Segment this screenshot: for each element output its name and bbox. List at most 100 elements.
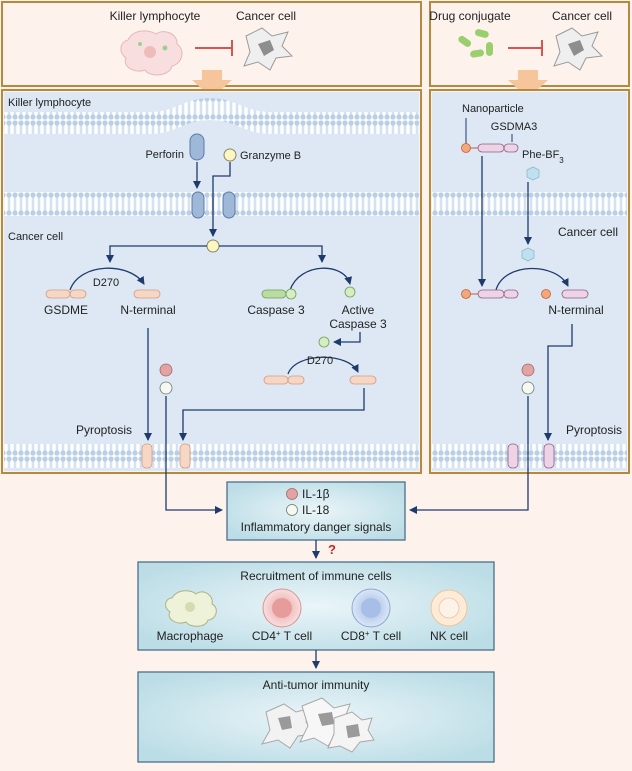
nanoparticle-label: Nanoparticle	[462, 103, 524, 115]
active-label: Active	[342, 303, 375, 317]
n-terminal-fragment-2	[349, 375, 377, 385]
d270-bottom-label: D270	[307, 355, 333, 367]
gsdma3-n-terminal-fragment	[561, 289, 589, 299]
caspase-activation-arrow	[289, 267, 353, 291]
phe-bf3-label: Phe-BF3	[522, 149, 564, 165]
pore-left-1	[141, 443, 153, 469]
gsdme2-segment-right	[287, 375, 305, 385]
perforin-pore-right	[222, 191, 236, 219]
drug-pills-icon	[458, 29, 493, 58]
il18-legend-icon	[286, 504, 298, 516]
inflammatory-signals-title: Inflammatory danger signals	[241, 520, 392, 534]
il1b-label: IL-1β	[302, 487, 330, 501]
il18-label: IL-18	[302, 503, 330, 517]
cancer-cell-left-label: Cancer cell	[8, 231, 63, 243]
gsdma3-cleavage-arrow	[495, 267, 569, 291]
gsdma3-segment-2	[503, 143, 519, 153]
pore-left-2	[179, 443, 191, 469]
caspase3-body	[261, 289, 287, 299]
antitumor-title: Anti-tumor immunity	[263, 678, 370, 692]
gsdme-segment-right	[69, 289, 87, 299]
macrophage-label: Macrophage	[157, 629, 224, 643]
right-membrane-bottom	[432, 444, 627, 468]
n-terminal-fragment	[133, 289, 161, 299]
gsdme-cleavage-arrow-2	[287, 356, 359, 375]
d270-top-label: D270	[93, 277, 119, 289]
cancer-cell-label-top-left: Cancer cell	[236, 9, 296, 23]
gsdma3-label: GSDMA3	[491, 121, 537, 133]
drug-conjugate-label: Drug conjugate	[429, 9, 511, 23]
gsdme-segment-left	[45, 289, 71, 299]
recruitment-group: Recruitment of immune cells Macrophage C…	[137, 561, 495, 669]
il18-dot-left	[159, 381, 173, 395]
nk-cell-label: NK cell	[430, 629, 468, 643]
gsdma3-c-segment-2	[503, 289, 519, 299]
killer-membrane	[4, 98, 419, 134]
left-main-panel: Killer lymphocyte Perforin Granzyme B Ca…	[1, 89, 422, 474]
perforin-pore-left	[191, 191, 205, 219]
cancer-nucleus-icon	[568, 40, 584, 56]
killer-lymphocyte-label: Killer lymphocyte	[110, 9, 201, 23]
nanoparticle-icon	[461, 143, 471, 153]
gsdme-label: GSDME	[44, 303, 88, 317]
dying-cancer-cells-icon	[260, 697, 375, 753]
nanoparticle-bound-icon	[461, 289, 471, 299]
gsdma3-c-segment-1	[477, 289, 505, 299]
granule-icon	[162, 45, 168, 51]
active-caspase3-small-icon	[318, 336, 330, 348]
pore-right-1	[507, 443, 519, 469]
question-mark: ?	[328, 542, 336, 557]
active-caspase-arrow	[333, 332, 361, 346]
caspase3-label: Caspase 3	[247, 303, 305, 317]
caspase3-head	[285, 288, 297, 300]
right-main-panel: Nanoparticle GSDMA3 Phe-BF3 Cancer cell …	[429, 89, 630, 474]
il1b-dot-left	[159, 363, 173, 377]
phe-bf3-intracellular-icon	[521, 247, 535, 262]
cancer-membrane-bottom	[4, 444, 419, 468]
recruitment-title: Recruitment of immune cells	[240, 569, 391, 583]
granzyme-b-intracellular-icon	[206, 239, 220, 253]
cancer-membrane-top	[4, 192, 419, 216]
cancer-cell-label-top-right: Cancer cell	[552, 9, 612, 23]
signals-group: IL-1β IL-18 Inflammatory danger signals …	[165, 396, 529, 559]
released-nanoparticle-icon	[541, 289, 551, 299]
il1b-dot-right	[521, 363, 535, 377]
cd8-t-cell-label: CD8+ T cell	[341, 629, 401, 644]
branch-arrow-right	[219, 245, 326, 263]
cd4-nucleus-icon	[272, 598, 292, 618]
n-terminal-right-label: N-terminal	[548, 303, 603, 317]
gsdme-cleavage-arrow	[69, 267, 145, 291]
pyroptosis-right-label: Pyroptosis	[566, 423, 622, 437]
il18-dot-right	[521, 381, 535, 395]
phe-bf3-icon	[526, 166, 540, 181]
cancer-nucleus-icon	[258, 40, 274, 56]
top-left-panel: Killer lymphocyte Cancer cell	[1, 1, 422, 98]
right-signal-arrow	[409, 396, 529, 514]
granzyme-b-label: Granzyme B	[240, 150, 301, 162]
gsdme2-segment-left	[263, 375, 289, 385]
n-terminal-2-to-membrane-arrow	[179, 388, 365, 441]
cd4-t-cell-label: CD4+ T cell	[252, 629, 312, 644]
cancer-cell-right-label: Cancer cell	[558, 225, 618, 239]
top-right-panel: Drug conjugate Cancer cell	[429, 1, 630, 98]
right-membrane-top	[432, 192, 627, 216]
active-caspase3-label: Caspase 3	[329, 317, 387, 331]
killer-lymphocyte-section-label: Killer lymphocyte	[8, 97, 91, 109]
nucleus-icon	[144, 46, 156, 58]
active-caspase3-icon	[344, 286, 356, 298]
granzyme-entry-arrow	[209, 162, 231, 237]
pyroptosis-left-label: Pyroptosis	[76, 423, 132, 437]
nk-nucleus-icon	[438, 597, 460, 619]
pore-right-2	[543, 443, 555, 469]
gsdma3-segment-1	[477, 143, 505, 153]
down-arrow-large-right	[508, 70, 548, 98]
granzyme-b-icon	[223, 148, 237, 162]
granule-icon	[138, 42, 142, 46]
il1b-legend-icon	[286, 488, 298, 500]
perforin-icon	[189, 133, 205, 161]
n-terminal-left-label: N-terminal	[120, 303, 175, 317]
branch-arrow-left	[106, 245, 207, 263]
perforin-label: Perforin	[145, 149, 184, 161]
